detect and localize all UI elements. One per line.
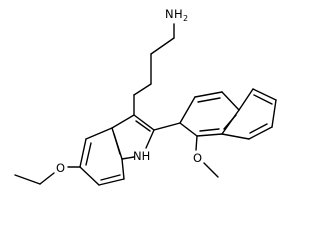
- bond-chain-c1-c2: [150, 37, 175, 55]
- bond-naph-c8a-c1-double: [199, 128, 220, 132]
- methoxy-oxygen-label: O: [193, 151, 202, 165]
- bond-naph-c7-c8-double: [249, 123, 268, 134]
- bond-c4-c5-double: [85, 142, 92, 166]
- bond-c3a-c7a-inner: [113, 133, 121, 155]
- bond-naph-c4-c4a: [221, 91, 240, 111]
- bond-c3a-c4: [85, 127, 113, 140]
- bond-c7-c7a: [121, 158, 125, 180]
- indole-nh-label: NH: [133, 149, 150, 163]
- bond-naph-c4a-c8a-inner: [223, 114, 237, 130]
- bond-c3-c3a: [111, 114, 135, 129]
- bond-naph-c1-c2: [179, 122, 198, 137]
- bond-naph-c6-c7: [271, 99, 277, 128]
- bond-naph-c3-c4-double: [197, 97, 221, 103]
- bond-c6-c7: [98, 178, 125, 186]
- bond-c5-c6: [79, 166, 100, 186]
- bond-naph-c5-c6: [252, 88, 277, 101]
- bond-o-ch2: [39, 172, 55, 185]
- bond-naph-c5-c6-double: [253, 94, 273, 105]
- bond-c3-c2-double: [135, 120, 151, 132]
- amine-nitrogen-label: N: [165, 7, 174, 21]
- bond-chain-c3-c4: [133, 83, 152, 96]
- amine-hydrogen-count: 2: [183, 14, 188, 23]
- ethoxy-oxygen-label: O: [56, 161, 65, 175]
- bond-c3-c2: [133, 114, 155, 131]
- bond-naph-c3-c4: [194, 91, 223, 98]
- bond-methoxy-o-ch3: [203, 162, 219, 178]
- bond-naph-c2-c3: [179, 96, 196, 124]
- bond-c2-n1: [145, 129, 155, 149]
- amine-hydrogen-label: H: [174, 7, 183, 21]
- bond-naph-c7-c8: [248, 126, 273, 140]
- bond-c6-c7-double: [100, 174, 121, 181]
- bond-n1-c7a: [121, 156, 135, 160]
- atom-labels: N H 2 NH O O: [56, 7, 202, 175]
- bond-naph-c1-o: [195, 135, 198, 151]
- bond-c4-c5: [79, 138, 87, 168]
- structure-diagram: N H 2 NH O O: [14, 7, 277, 186]
- bond-naph-c4a-c5: [238, 88, 254, 111]
- bonds: [14, 23, 277, 186]
- bond-ch2-ch3: [14, 174, 41, 185]
- bond-c2-naph: [153, 122, 181, 131]
- bond-naph-c8a-c1: [196, 133, 223, 137]
- bond-naph-c8-c8a: [221, 133, 250, 140]
